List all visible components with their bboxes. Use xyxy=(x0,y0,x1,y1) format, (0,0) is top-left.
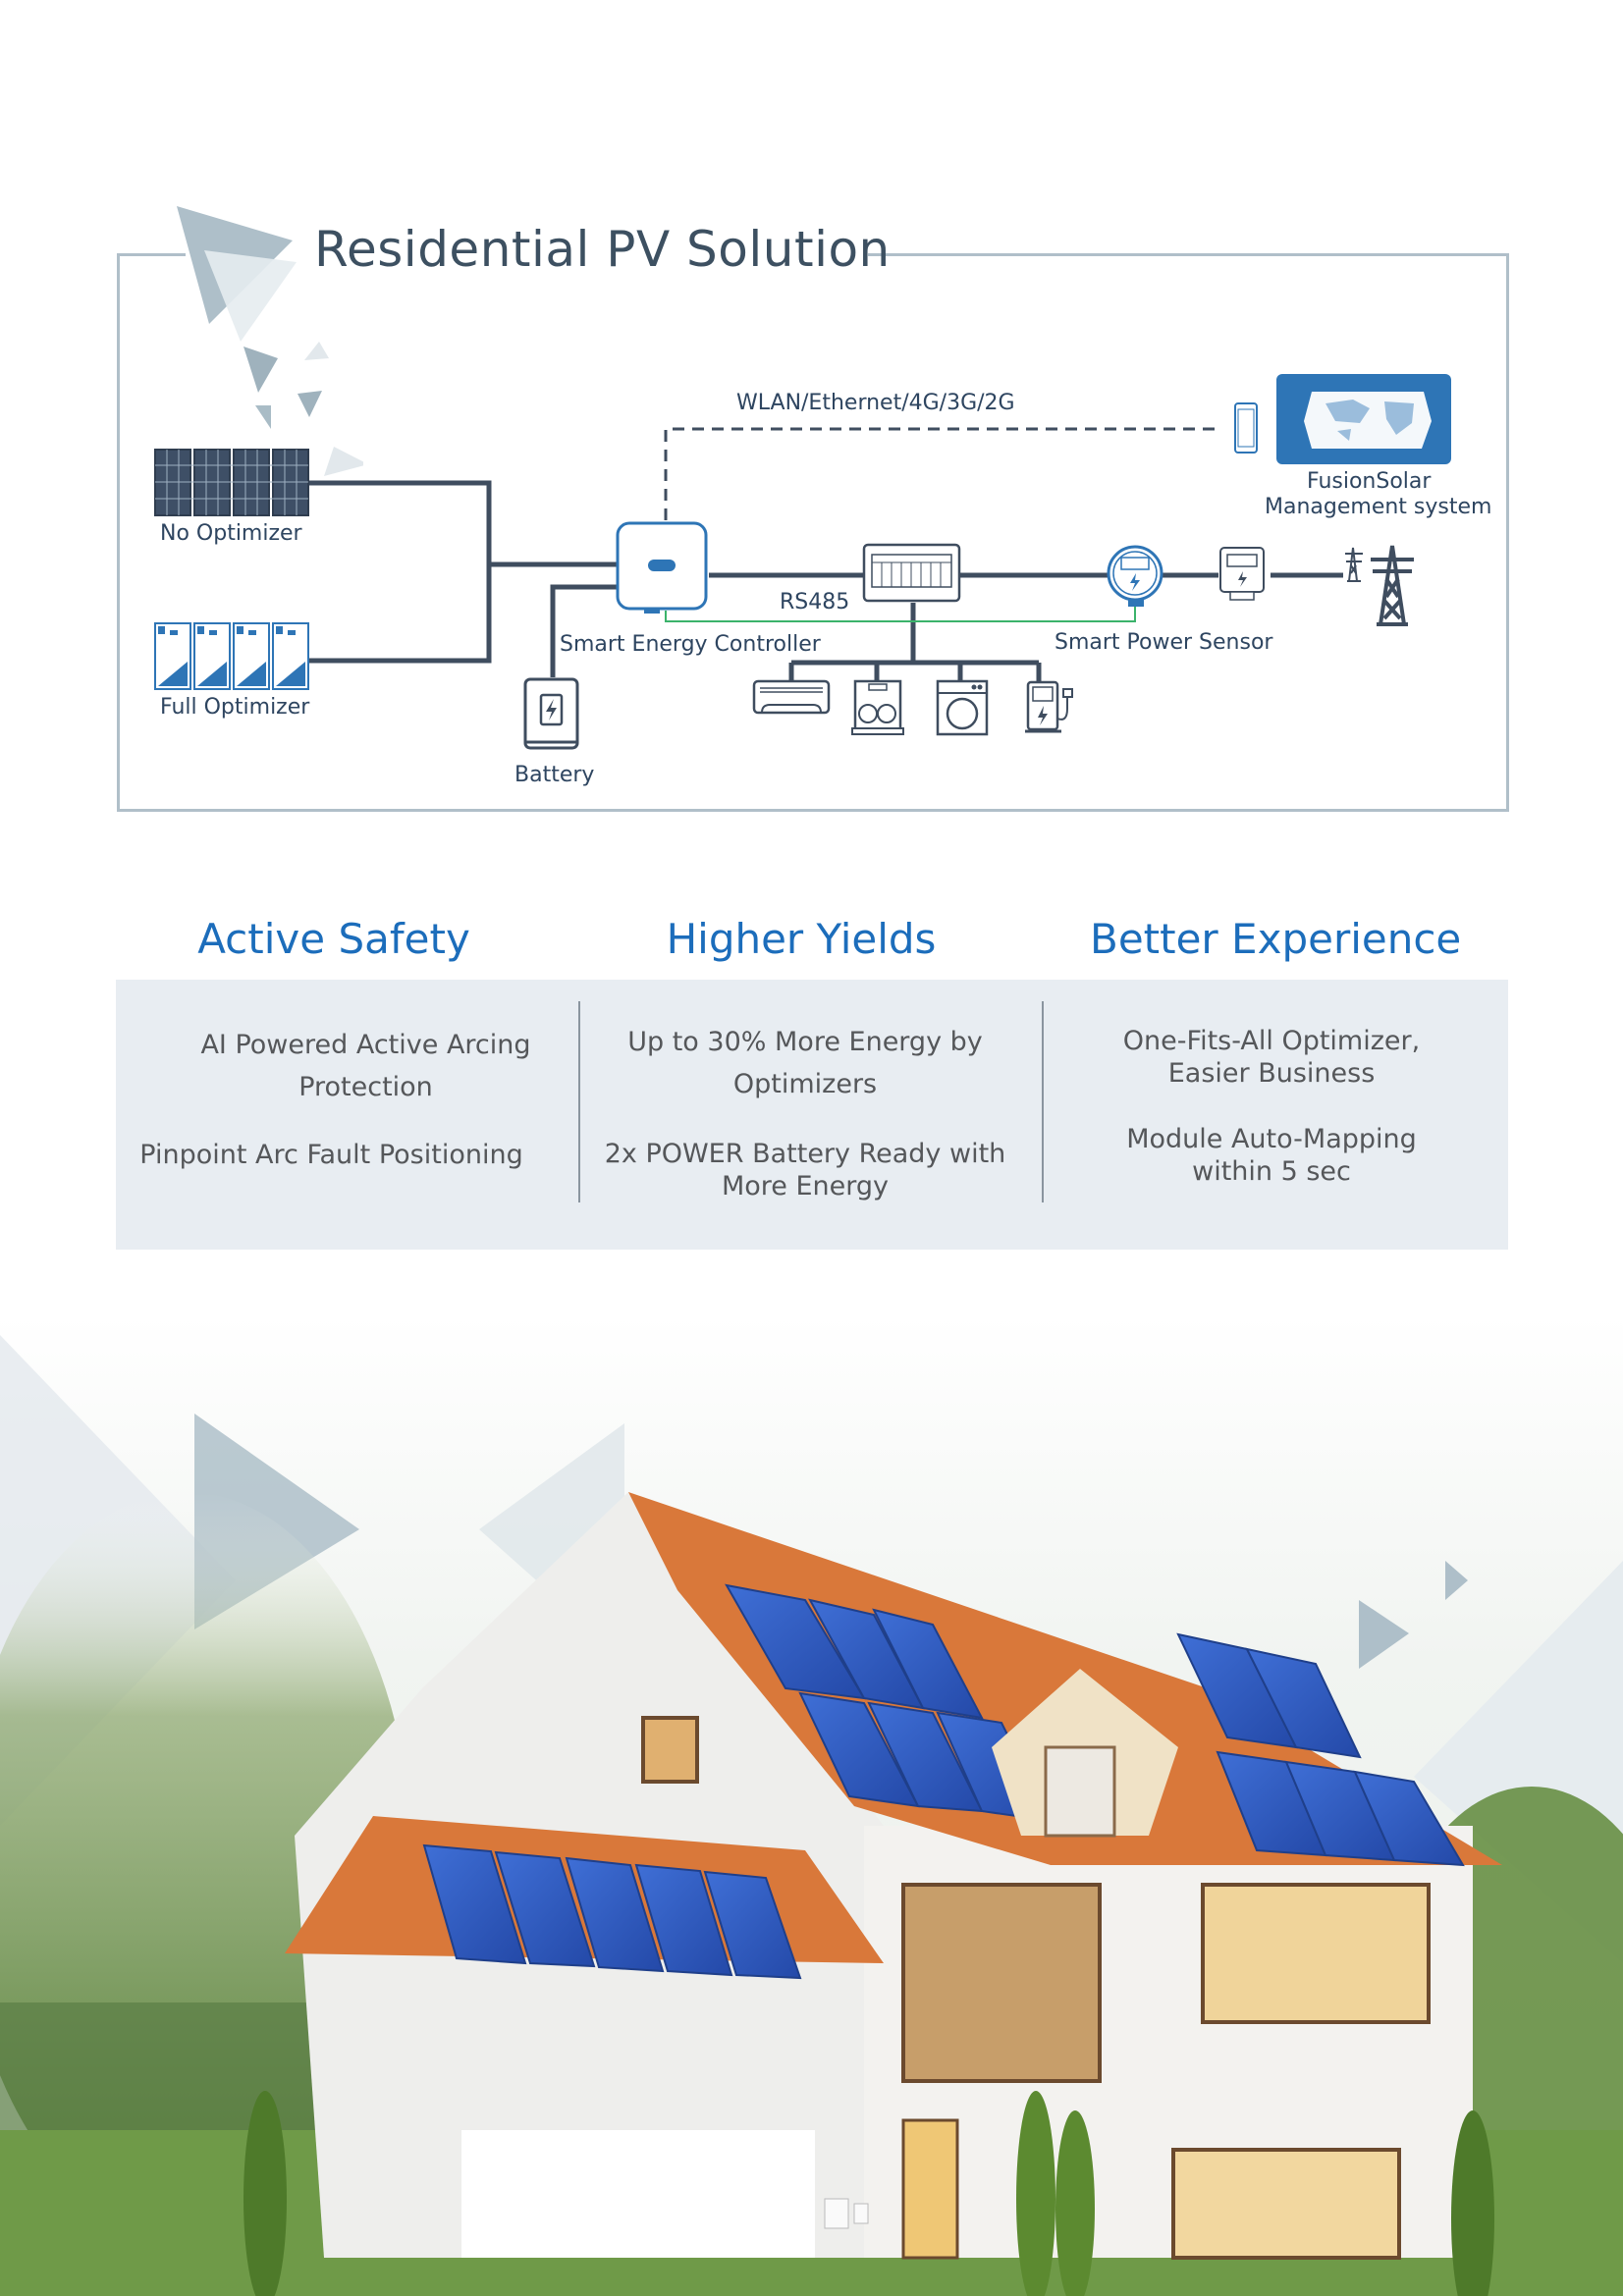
smart-energy-controller-label: Smart Energy Controller xyxy=(560,632,821,657)
solar-panels-no-optimizer-icon xyxy=(154,449,309,516)
page-title: Residential PV Solution xyxy=(314,221,891,278)
feature-item: Pinpoint Arc Fault Positioning xyxy=(139,1140,523,1170)
battery-label: Battery xyxy=(514,763,595,787)
feature-item: 2x POWER Battery Ready with More Energy xyxy=(604,1139,1006,1201)
decorative-triangles xyxy=(177,206,363,476)
solar-panels-full-optimizer-icon xyxy=(154,622,309,690)
house-hero-image xyxy=(0,1315,1623,2296)
full-optimizer-label: Full Optimizer xyxy=(160,695,310,720)
battery-icon xyxy=(523,677,579,750)
feature-title-higher-yields: Higher Yields xyxy=(666,915,937,963)
power-grid-tower-icon xyxy=(1345,545,1414,626)
feature-item: Module Auto-Mapping within 5 sec xyxy=(1126,1124,1417,1187)
fusionsolar-label-line2: Management system xyxy=(1265,495,1492,519)
smart-power-sensor-icon xyxy=(1107,545,1163,607)
frame-border xyxy=(117,253,186,256)
no-optimizer-label: No Optimizer xyxy=(160,521,302,546)
diagram-frame xyxy=(117,253,1509,812)
frame-border xyxy=(868,253,1506,256)
dishwasher-icon xyxy=(851,679,904,735)
feature-title-active-safety: Active Safety xyxy=(197,915,470,963)
washing-machine-icon xyxy=(936,679,989,736)
column-divider xyxy=(1042,1001,1044,1202)
feature-item: One-Fits-All Optimizer, Easier Business xyxy=(1122,1026,1421,1089)
features-band xyxy=(116,980,1508,1250)
smart-power-sensor-label: Smart Power Sensor xyxy=(1055,630,1273,655)
feature-item: AI Powered Active Arcing Protection xyxy=(200,1030,531,1102)
distribution-board-icon xyxy=(862,543,961,603)
rs485-label: RS485 xyxy=(780,590,850,614)
utility-meter-icon xyxy=(1219,547,1265,601)
world-map-icon xyxy=(1276,374,1451,464)
air-conditioner-icon xyxy=(752,679,831,715)
comm-link-label: WLAN/Ethernet/4G/3G/2G xyxy=(736,391,1015,415)
feature-item: Up to 30% More Energy by Optimizers xyxy=(627,1027,983,1099)
ev-charger-icon xyxy=(1025,680,1073,733)
smartphone-icon xyxy=(1234,402,1258,454)
column-divider xyxy=(578,1001,580,1202)
system-diagram xyxy=(307,427,1343,681)
smart-energy-controller-icon xyxy=(616,521,708,614)
feature-title-better-experience: Better Experience xyxy=(1090,915,1462,963)
fusionsolar-label-line1: FusionSolar xyxy=(1307,469,1432,494)
